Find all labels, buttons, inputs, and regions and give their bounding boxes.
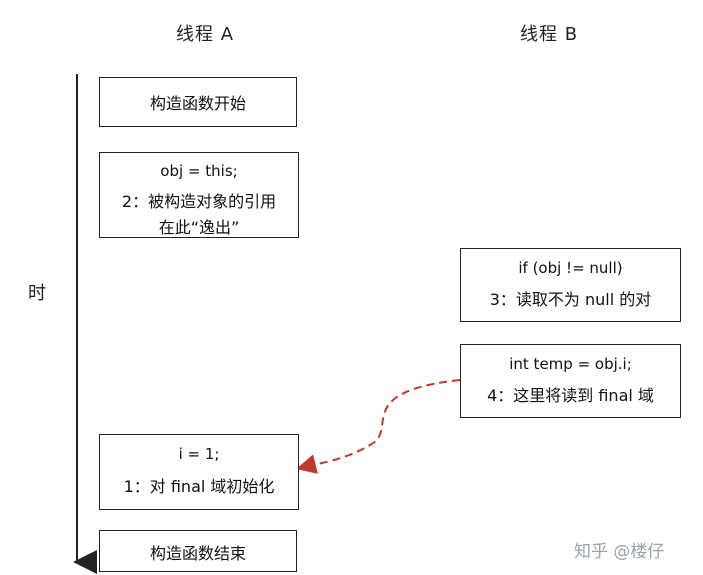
init-field-box: i = 1; 1：对 final 域初始化	[99, 434, 299, 510]
thread-a-title: 线程 A	[176, 24, 235, 45]
init-field-note: 1：对 final 域初始化	[123, 477, 275, 496]
read-check-code: if (obj != null)	[518, 259, 623, 277]
assign-code: obj = this;	[160, 162, 238, 180]
time-axis-label: 时	[28, 283, 46, 304]
ctor-end-box: 构造函数结束	[99, 530, 297, 572]
assign-note-line2: 在此“逸出”	[158, 218, 240, 237]
read-check-note: 3：读取不为 null 的对	[489, 290, 652, 309]
ctor-end-text: 构造函数结束	[149, 544, 246, 563]
init-field-code: i = 1;	[178, 445, 220, 463]
ctor-start-text: 构造函数开始	[149, 94, 246, 113]
thread-b-title: 线程 B	[520, 24, 579, 45]
watermark: 知乎 @楼仔	[574, 542, 665, 562]
read-field-code: int temp = obj.i;	[509, 355, 632, 373]
read-field-box: int temp = obj.i; 4：这里将读到 final 域	[460, 344, 681, 418]
read-field-note: 4：这里将读到 final 域	[487, 386, 654, 405]
read-check-box: if (obj != null) 3：读取不为 null 的对	[460, 248, 681, 322]
assign-note-line1: 2：被构造对象的引用	[121, 192, 277, 211]
ctor-start-box: 构造函数开始	[99, 77, 297, 127]
assign-box: obj = this; 2：被构造对象的引用 在此“逸出”	[99, 152, 299, 238]
escape-arrow	[296, 379, 461, 474]
